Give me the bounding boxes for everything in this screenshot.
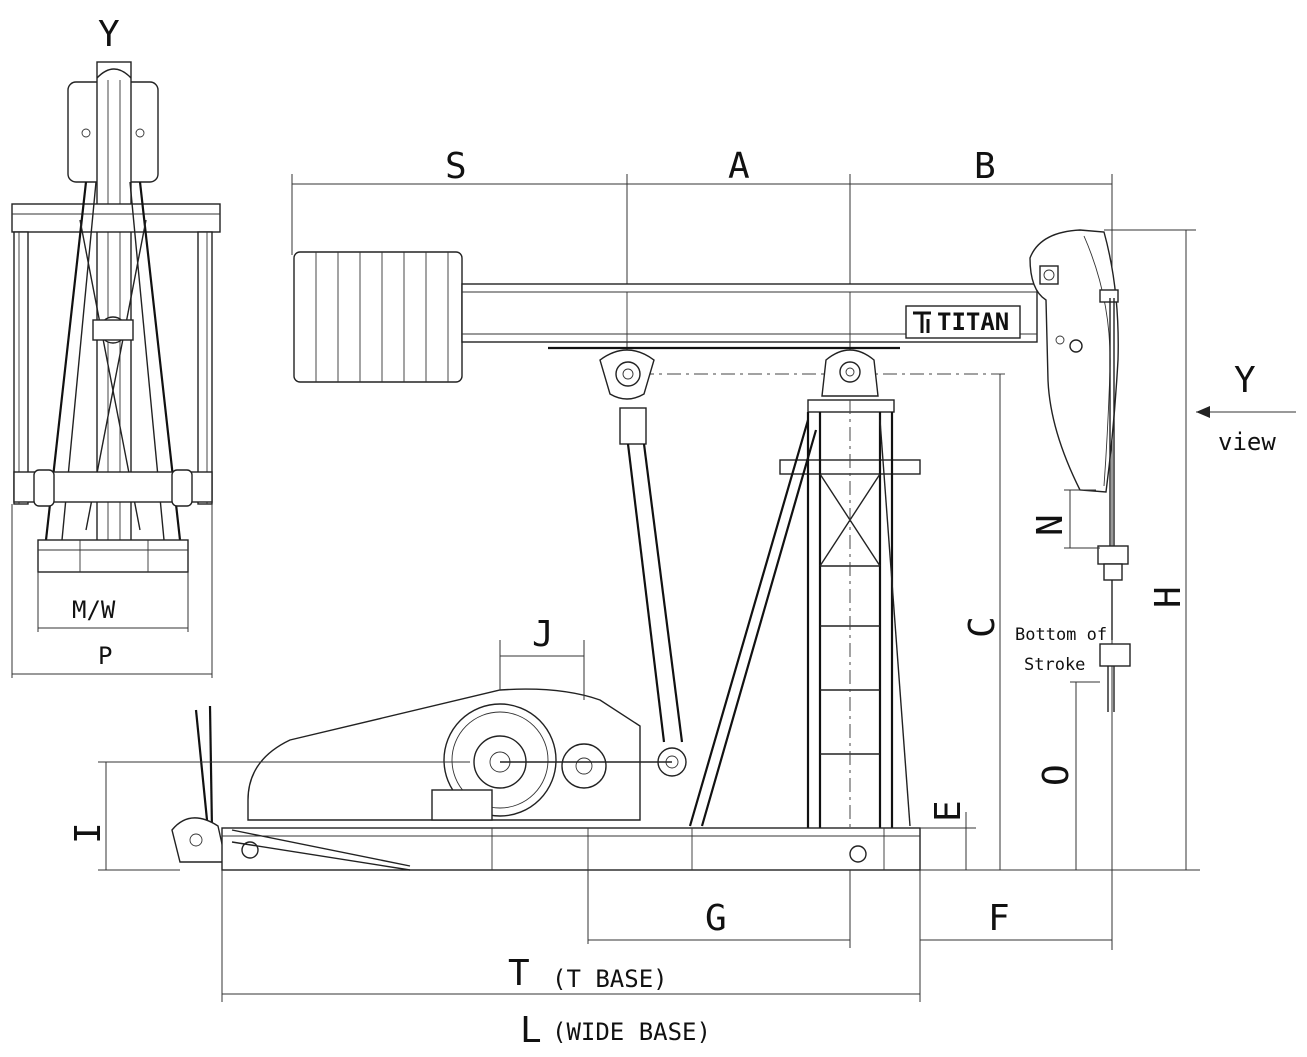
dimension-h-label: H [1148,586,1189,608]
main-view: S A B TITAN [68,146,1296,1051]
bottom-of-stroke-line2: Stroke [1024,655,1085,675]
side-view-p-label: P [98,642,112,670]
bottom-of-stroke-line1: Bottom of [1015,625,1107,645]
dimension-l-label: L [520,1010,542,1051]
view-marker-y: Y [1234,360,1256,401]
dimension-f-label: F [988,898,1010,939]
counterweight [293,251,463,383]
side-view-y-label: Y [98,14,120,55]
y-view-marker: Y view [1196,360,1296,456]
base-skid [221,827,921,871]
dimension-t-label: T [508,953,530,994]
equalizer-bearing [599,349,655,400]
brake-lever [171,705,227,863]
t-base-label: (T BASE) [552,965,668,993]
dimension-e-label: E [928,800,969,822]
wide-base-label: (WIDE BASE) [552,1018,711,1046]
view-marker-view: view [1218,428,1276,456]
brand-name: TITAN [937,308,1009,336]
dimension-j-label: J [532,614,554,655]
horsehead [1029,229,1119,493]
dimension-s-label: S [445,146,467,187]
dimension-c-label: C [962,616,1003,638]
gearbox [247,688,672,821]
dimension-i-label: I [68,822,109,844]
samson-post [688,349,921,880]
side-view-mw-label: M/W [72,596,116,624]
dimension-g-label: G [705,898,727,939]
dimension-a-label: A [728,146,750,187]
dimension-b-label: B [974,146,996,187]
dimension-o-label: O [1036,764,1077,786]
brand-plate: TITAN [905,305,1021,339]
side-view: Y [11,14,221,678]
dimension-n-label: N [1030,514,1071,536]
